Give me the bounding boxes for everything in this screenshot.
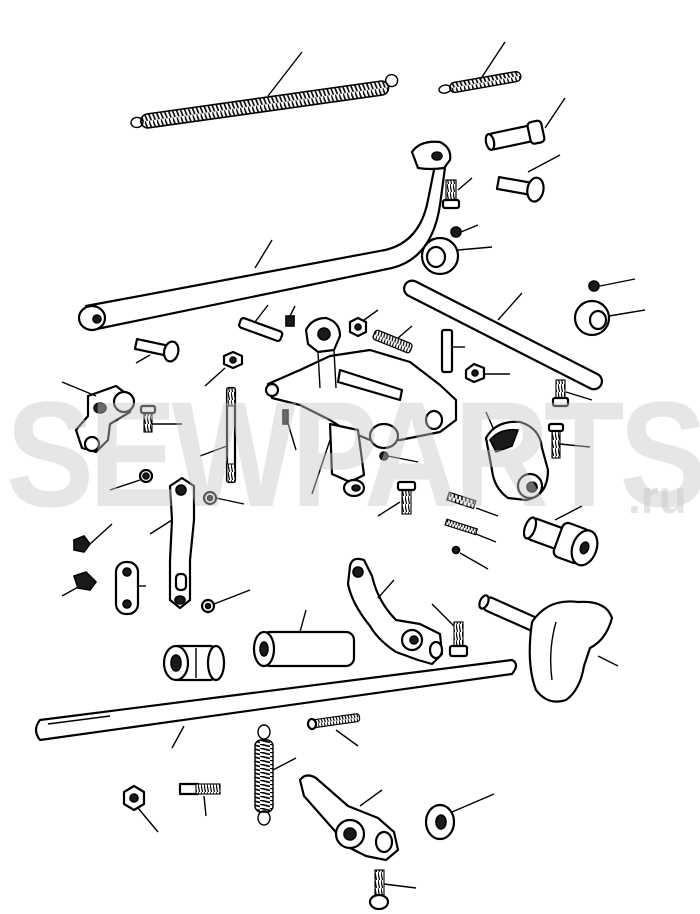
small-washer-left [202,490,245,506]
central-bracket-frame [264,316,458,498]
collar-ring [420,236,493,276]
small-screw-center [285,305,296,327]
slotted-pin [484,97,566,151]
large-knob-shaft [478,594,619,703]
headed-bolt-left [133,338,180,364]
long-tension-spring [130,51,399,129]
long-shaft [403,279,603,391]
ball-right [451,545,489,570]
swing-arm [346,557,444,666]
nut-center [348,309,379,338]
small-screw-left [139,404,182,433]
small-pin-center [282,409,297,451]
watermark-text: SEWPARTS [6,370,700,538]
bottom-crank-arm [298,774,400,862]
nut-right [464,362,510,384]
stepped-bushing [522,505,599,567]
headed-pin [495,154,561,203]
bushing-long [252,609,356,668]
screw-right-top [551,379,593,408]
thumb-screw-1 [109,468,154,491]
link-plate [114,560,146,616]
long-threaded-rod [199,386,237,484]
bolt-bottom [368,869,417,911]
nut-left [204,350,244,387]
left-link-block [61,381,136,454]
small-spring [438,41,522,94]
watermark: SEWPARTS .ru [0,368,700,538]
small-nut-left-low [200,589,251,614]
bolt-swing-arm [431,603,469,658]
pin-center-left [238,304,284,343]
long-bent-lever [77,140,452,332]
nut-bottom-left [122,784,159,833]
thumb-screw-2 [73,523,113,553]
small-screw-frame [379,451,419,463]
thumb-screw-3 [61,571,98,597]
pin-center-right [372,325,413,354]
vertical-coil-spring [254,724,297,826]
washer-bottom-right [424,793,495,841]
vertical-pin [440,328,465,374]
small-spring-right [446,491,499,517]
bushing-short [162,644,226,682]
curved-arm [149,476,196,610]
screw-cam [547,422,591,459]
threaded-pin-bottom [178,782,221,817]
set-screw-right [588,278,636,292]
long-flat-rod [34,658,518,749]
set-screw-small [450,224,479,238]
cam-block [484,411,550,502]
small-pin-below-rod [306,713,361,747]
collar-right [573,299,646,337]
bolt-frame [377,480,417,517]
threaded-pin-right [444,518,497,543]
screw-upper [441,177,473,210]
watermark-suffix: .ru [628,471,687,523]
